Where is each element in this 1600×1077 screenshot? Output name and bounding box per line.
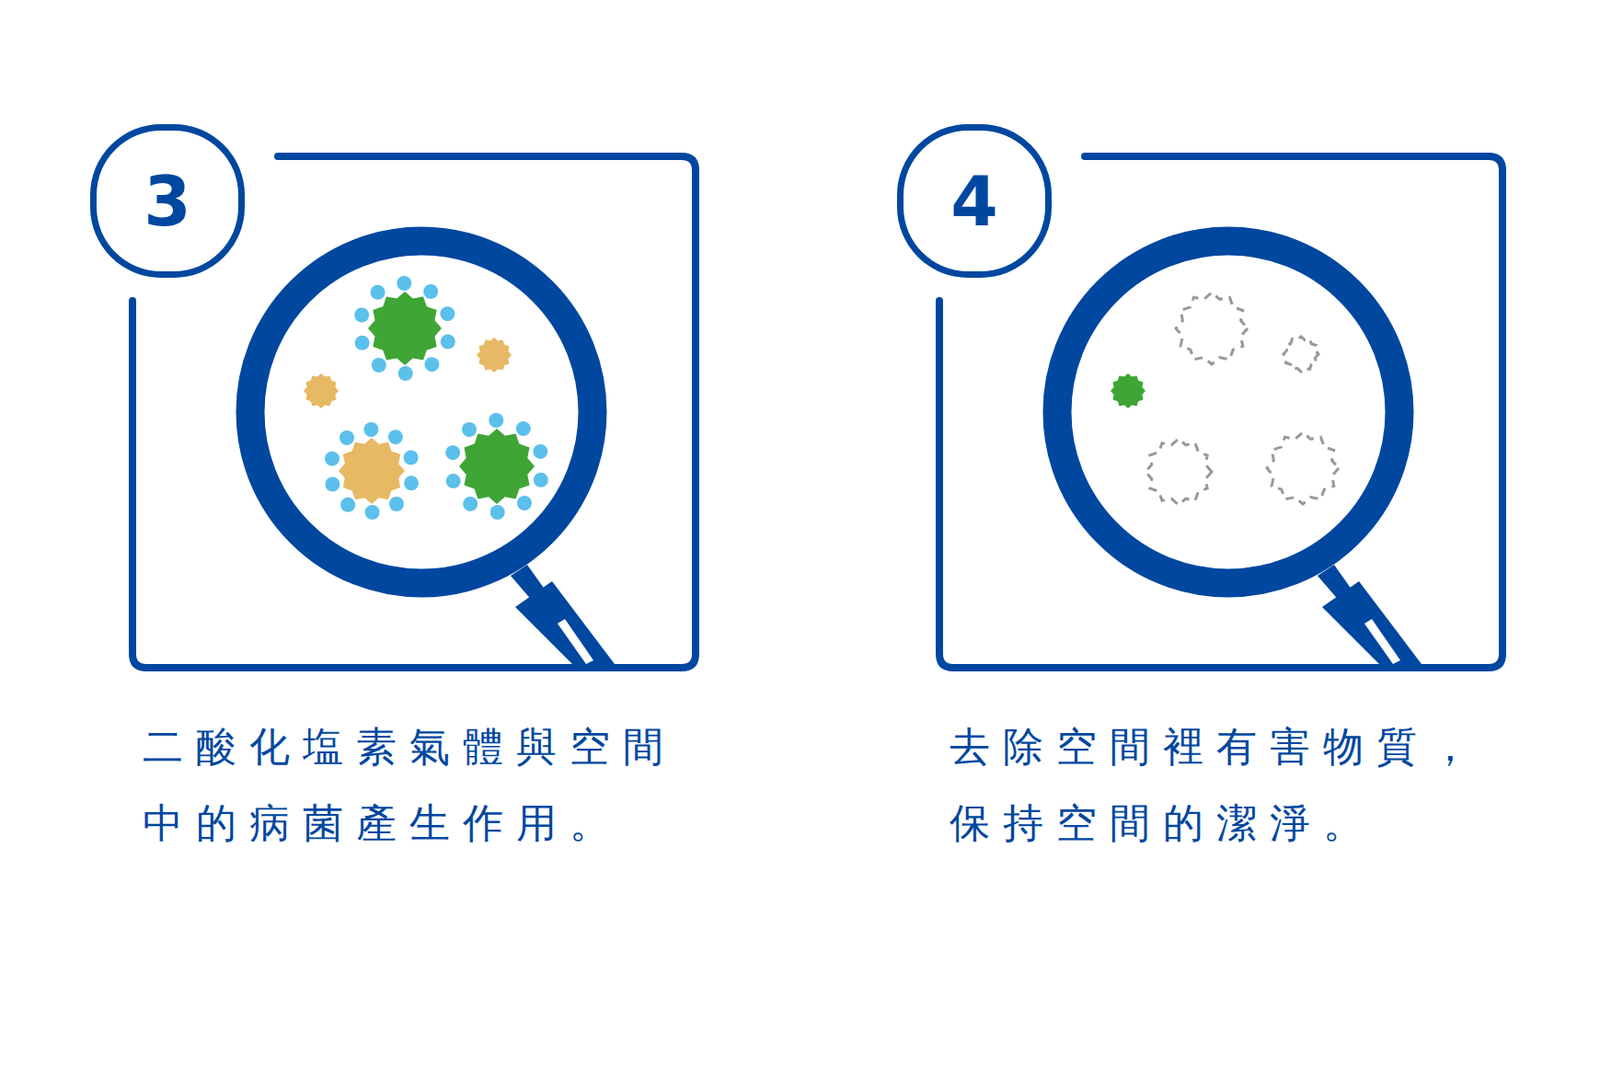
step-caption: 去除空間裡有害物質， 保持空間的潔淨。 bbox=[949, 708, 1592, 862]
germ bbox=[1266, 432, 1339, 505]
germ bbox=[303, 373, 339, 409]
disinfectant-molecule bbox=[324, 477, 340, 493]
magnifier bbox=[1057, 241, 1422, 665]
disinfectant-molecule bbox=[355, 335, 370, 351]
disinfectant-molecule bbox=[423, 284, 438, 300]
disinfectant-molecule bbox=[388, 429, 403, 445]
step-number: 4 bbox=[950, 167, 999, 236]
disinfectant-molecule bbox=[324, 451, 340, 467]
disinfectant-molecule bbox=[490, 505, 506, 520]
disinfectant-molecule bbox=[371, 357, 387, 373]
disinfectant-molecule bbox=[516, 421, 531, 437]
disinfectant-molecule bbox=[396, 276, 412, 291]
germ bbox=[476, 337, 512, 373]
disinfectant-molecule bbox=[398, 366, 414, 381]
step-panel: 去除空間裡有害物質， 保持空間的潔淨。4 bbox=[939, 124, 1584, 861]
disinfectant-molecule bbox=[403, 450, 419, 466]
step-number: 3 bbox=[143, 167, 192, 236]
disinfectant-molecule bbox=[389, 496, 404, 512]
germ bbox=[1145, 438, 1212, 506]
disinfectant-molecule bbox=[446, 473, 461, 489]
germ bbox=[1283, 336, 1319, 372]
germ bbox=[368, 291, 442, 366]
disinfectant-molecule bbox=[461, 422, 477, 438]
step-number-badge: 3 bbox=[90, 124, 245, 278]
disinfectant-molecule bbox=[488, 413, 504, 428]
disinfectant-molecule bbox=[440, 334, 456, 350]
disinfectant-molecule bbox=[340, 497, 356, 513]
germs bbox=[303, 276, 1339, 520]
germ bbox=[1110, 373, 1146, 409]
magnifier bbox=[250, 241, 615, 665]
step-caption: 二酸化塩素氣體與空間 中的病菌產生作用。 bbox=[142, 708, 806, 862]
disinfectant-molecule bbox=[439, 306, 455, 322]
disinfectant-molecule bbox=[354, 308, 369, 323]
disinfectant-molecule bbox=[363, 422, 379, 438]
disinfectant-molecule bbox=[365, 505, 380, 520]
disinfectant-molecule bbox=[532, 444, 548, 460]
disinfectant-molecule bbox=[339, 430, 355, 446]
panel-frames bbox=[132, 156, 1503, 668]
germ bbox=[1175, 292, 1248, 365]
germ bbox=[459, 428, 535, 505]
step-number-badge: 4 bbox=[897, 124, 1052, 278]
disinfectant-molecule bbox=[370, 285, 386, 300]
disinfectant-molecule bbox=[424, 356, 439, 372]
disinfectant-molecule bbox=[517, 495, 532, 511]
step-panel: 二酸化塩素氣體與空間 中的病菌產生作用。 3 bbox=[132, 124, 851, 861]
germ bbox=[338, 437, 405, 505]
disinfectant-molecule bbox=[403, 475, 419, 491]
disinfectant-molecule bbox=[445, 445, 461, 461]
disinfectant-molecule bbox=[462, 496, 478, 512]
disinfectant-molecule bbox=[533, 472, 549, 488]
